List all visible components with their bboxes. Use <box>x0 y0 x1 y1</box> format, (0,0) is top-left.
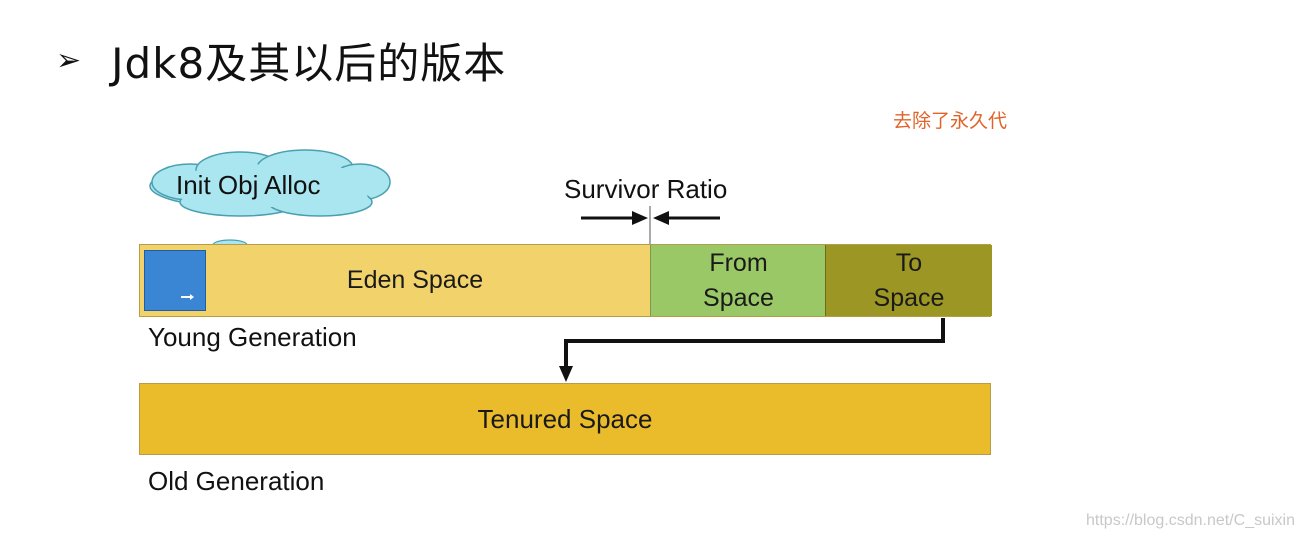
allocated-object-icon <box>144 250 206 311</box>
young-generation-bar: Eden Space From Space To Space <box>139 244 991 317</box>
survivor-ratio-label: Survivor Ratio <box>564 174 727 205</box>
from-space-label-line2: Space <box>703 281 774 316</box>
from-space: From Space <box>650 245 826 316</box>
object-arrow-icon <box>145 251 205 310</box>
tenured-space-label: Tenured Space <box>478 404 653 435</box>
to-space-label-line1: To <box>874 246 945 281</box>
old-generation-label: Old Generation <box>148 466 324 497</box>
eden-space: Eden Space <box>140 245 650 316</box>
watermark: https://blog.csdn.net/C_suixin <box>1086 512 1295 530</box>
eden-space-label: Eden Space <box>347 263 483 298</box>
to-space-label-line2: Space <box>874 281 945 316</box>
tenured-space: Tenured Space <box>139 383 991 455</box>
to-space: To Space <box>825 245 992 316</box>
init-obj-alloc-label: Init Obj Alloc <box>176 170 321 201</box>
from-space-label-line1: From <box>703 246 774 281</box>
promotion-arrow <box>566 318 943 368</box>
young-generation-label: Young Generation <box>148 322 357 353</box>
